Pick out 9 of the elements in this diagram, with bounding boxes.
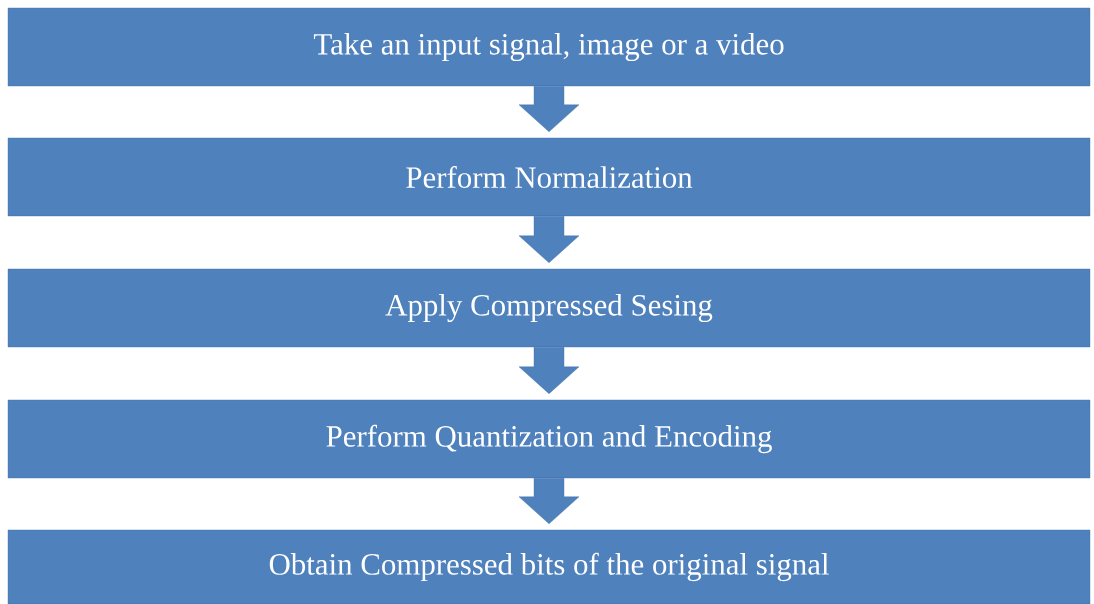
process-box: Perform Normalization: [7, 137, 1091, 217]
block-arrow: [518, 478, 580, 524]
block-arrow: [518, 216, 580, 263]
process-box: Apply Compressed Sesing: [7, 268, 1091, 348]
process-box: Perform Quantization and Encoding: [7, 399, 1091, 479]
process-box: Obtain Compressed bits of the original signal: [7, 529, 1091, 604]
process-box: Take an input signal, image or a video: [7, 7, 1091, 87]
block-arrow: [518, 86, 580, 132]
block-arrow: [518, 347, 580, 394]
